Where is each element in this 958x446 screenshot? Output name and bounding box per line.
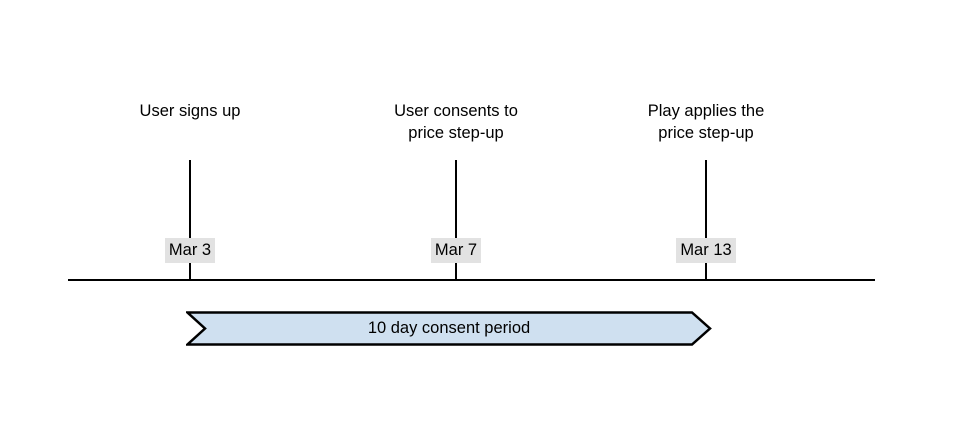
event-tick-line (705, 160, 707, 280)
double-chevron-arrow-icon (186, 311, 712, 346)
consent-period-label: 10 day consent period (367, 319, 531, 337)
event-date-text: Mar 7 (430, 238, 482, 263)
event-date-badge: Mar 7 (396, 238, 516, 263)
event-date-badge: Mar 3 (130, 238, 250, 263)
event-date-text: Mar 13 (676, 238, 736, 263)
timeline-axis (68, 279, 875, 281)
event-tick-line (455, 160, 457, 280)
consent-period-banner: 10 day consent period (186, 311, 712, 346)
event-date-badge: Mar 13 (646, 238, 766, 263)
event-label: Play applies the price step-up (647, 102, 765, 142)
event-label: User consents to price step-up (394, 102, 518, 142)
event-label: User signs up (139, 102, 241, 120)
event-date-text: Mar 3 (164, 238, 216, 263)
event-tick-line (189, 160, 191, 280)
